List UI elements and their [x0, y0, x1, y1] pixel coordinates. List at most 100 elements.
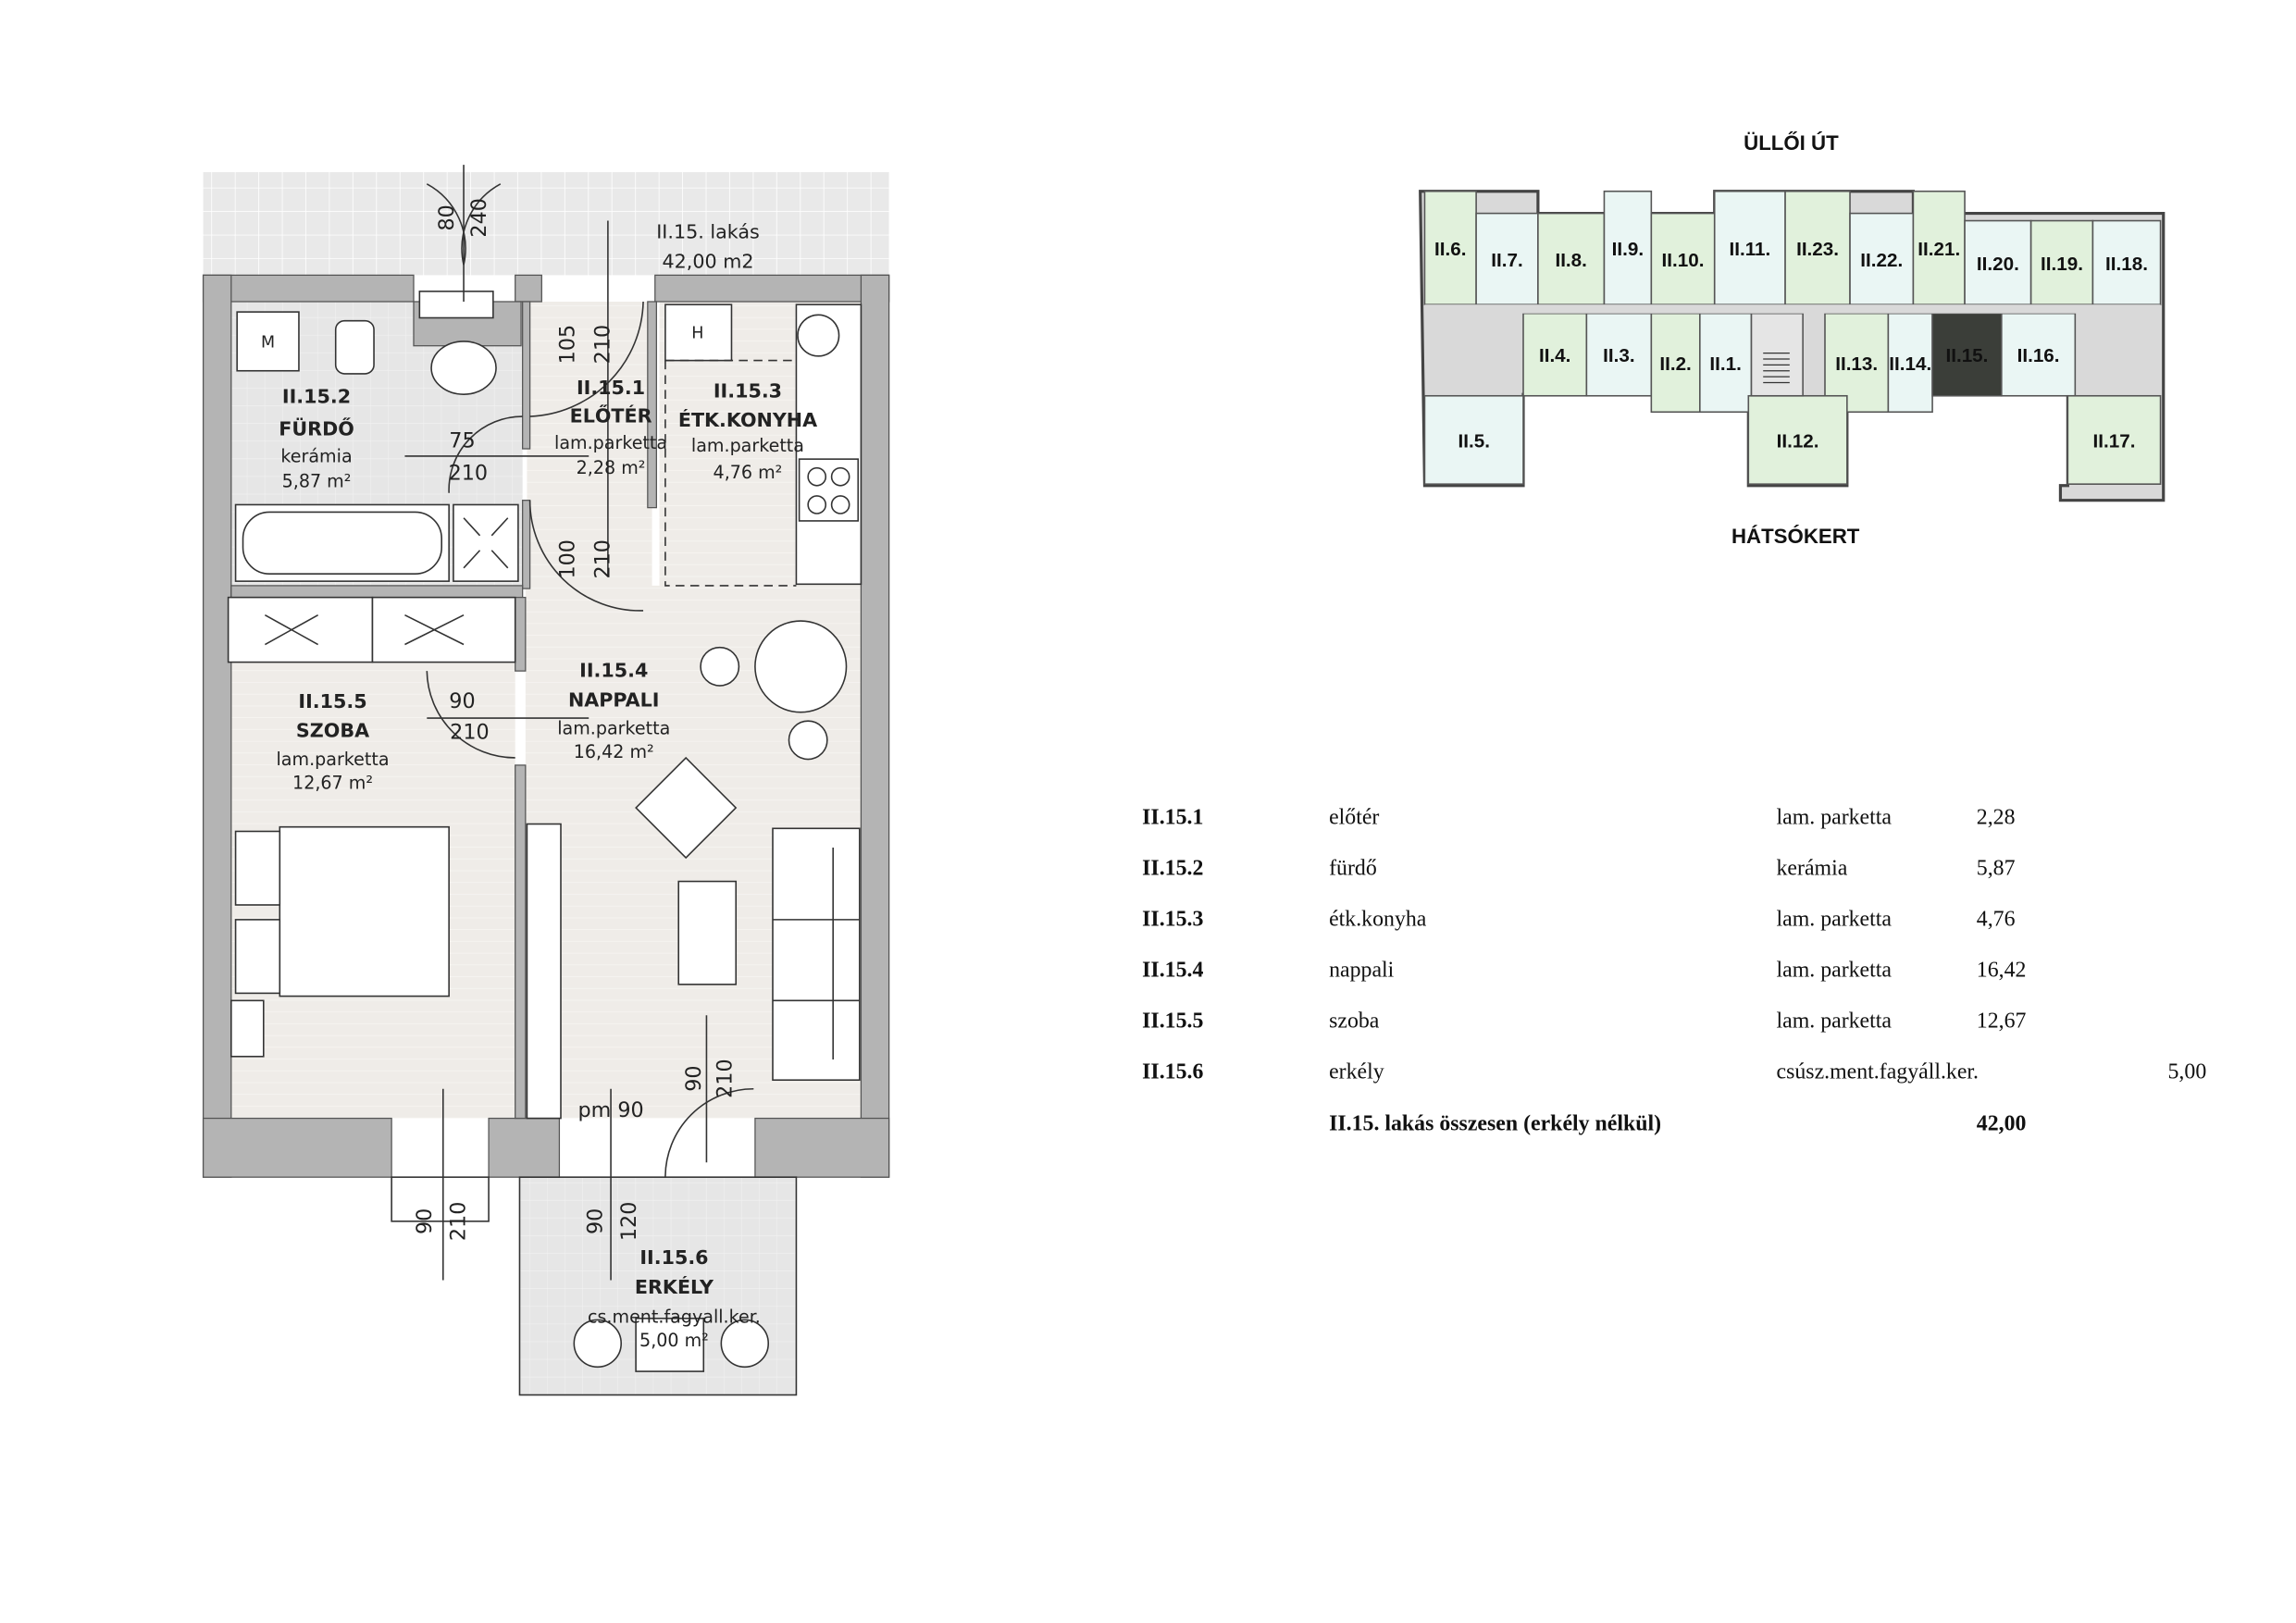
shower-drain: [463, 517, 509, 569]
door-width: 105: [555, 325, 579, 364]
key-unit-label: II.18.: [2105, 254, 2148, 275]
key-unit-label: II.1.: [1709, 353, 1741, 375]
key-unit-label: II.13.: [1835, 353, 1878, 375]
key-unit-label: II.5.: [1458, 430, 1490, 452]
table-row: II.15.4 nappali lam. parketta 16,42: [1142, 959, 2026, 983]
burners: [807, 466, 850, 514]
total-value: 42,00: [1977, 1111, 2027, 1135]
room-name: ERKÉLY: [635, 1275, 714, 1298]
apartment-plan: M H: [202, 165, 890, 1396]
cell-area: 2,28: [1977, 806, 2016, 830]
key-unit: [2066, 394, 2162, 485]
key-corridor: [1424, 304, 2161, 314]
key-plan: ÜLLŐI ÚT HÁTSÓKERT II.6.II.7.II.8.II.9.I…: [1419, 131, 2166, 548]
table-row: II.15.2 fürdő kerámia 5,87: [1142, 857, 2015, 881]
room-material: lam.parketta: [277, 750, 390, 770]
apartment-title: II.15. lakás: [656, 221, 760, 243]
window-height: 210: [447, 1202, 471, 1241]
key-unit: [1650, 212, 1716, 305]
shower-icon: [453, 503, 519, 582]
meter-cabinet: [418, 291, 494, 319]
balcony-table: [635, 1318, 705, 1372]
room-id: II.15.1: [577, 377, 645, 399]
key-unit-label: II.7.: [1491, 250, 1522, 271]
cell-balcony: 5,00: [2168, 1060, 2207, 1084]
room-id: II.15.5: [298, 690, 366, 712]
room-area: 16,42 m²: [574, 742, 654, 762]
key-unit-label: II.20.: [1977, 254, 2019, 275]
cell-area: 5,87: [1977, 857, 2016, 881]
dining-chair: [700, 646, 740, 687]
room-material: cs.ment.fagyall.ker.: [588, 1307, 761, 1328]
balcony-outline: [518, 1176, 798, 1396]
apartment-area: 42,00 m2: [663, 250, 754, 272]
armchair: [635, 756, 738, 860]
key-unit-label: II.23.: [1796, 239, 1839, 260]
bed-pillow: [234, 830, 281, 906]
key-unit-label: II.4.: [1539, 345, 1570, 366]
bathtub-inner: [242, 511, 442, 575]
key-unit: [1784, 190, 1851, 305]
key-unit-label: II.9.: [1612, 239, 1644, 260]
key-unit-label: II.12.: [1777, 430, 1819, 452]
cell-id: II.15.4: [1142, 959, 1203, 983]
door-width: 75: [449, 428, 475, 452]
cell-id: II.15.5: [1142, 1010, 1203, 1034]
sofa-cushions: [772, 847, 860, 1059]
room-name: NAPPALI: [568, 688, 660, 711]
balcony-chair: [720, 1319, 770, 1369]
cell-material: lam. parketta: [1777, 806, 1893, 830]
balcony-chair: [573, 1319, 623, 1369]
key-unit-label: II.19.: [2041, 254, 2083, 275]
room-area: 5,00 m²: [639, 1331, 709, 1351]
door-height: 210: [713, 1059, 737, 1097]
key-unit-label: II.10.: [1662, 250, 1705, 271]
cell-id: II.15.1: [1142, 806, 1203, 830]
room-name: ELŐTÉR: [570, 403, 652, 427]
window-pm: pm 90: [577, 1098, 643, 1122]
cell-area: 16,42: [1977, 959, 2027, 983]
key-unit: [1585, 312, 1653, 397]
key-unit-label: II.17.: [2093, 430, 2136, 452]
nightstand: [230, 999, 265, 1058]
cell-id: II.15.2: [1142, 857, 1203, 881]
key-unit-label: II.22.: [1860, 250, 1903, 271]
cell-name: étk.konyha: [1329, 908, 1427, 932]
washing-machine: [236, 311, 300, 372]
window-width: 90: [584, 1208, 608, 1234]
cell-material: kerámia: [1777, 857, 1848, 881]
dining-table: [754, 620, 848, 713]
key-unit-label: II.14.: [1889, 353, 1931, 375]
cell-area: 4,76: [1977, 908, 2016, 932]
cell-material: lam. parketta: [1777, 959, 1893, 983]
door-height: 210: [590, 539, 614, 578]
dimension-lines: [404, 165, 708, 1281]
key-unit-label: II.8.: [1555, 250, 1586, 271]
room-material: kerámia: [280, 446, 352, 466]
washer-label: M: [261, 333, 275, 352]
walls: [202, 274, 890, 1178]
key-unit-label: II.21.: [1917, 239, 1960, 260]
room-name: ÉTK.KONYHA: [678, 408, 817, 431]
key-unit: [2091, 219, 2162, 305]
window-width: 90: [413, 1208, 437, 1234]
cell-name: nappali: [1329, 959, 1395, 983]
key-unit: [1475, 212, 1539, 305]
key-unit: [1964, 219, 2032, 305]
garden-label: HÁTSÓKERT: [1731, 525, 1860, 548]
door-height: 210: [449, 461, 488, 485]
key-unit: [1747, 394, 1848, 485]
key-unit-label: II.6.: [1434, 239, 1466, 260]
room-material: lam.parketta: [554, 433, 667, 453]
cooktop-icon: [798, 458, 860, 522]
window-height: 120: [617, 1202, 641, 1241]
key-unit: [1537, 212, 1606, 305]
cell-material: lam. parketta: [1777, 1010, 1893, 1034]
room-name: SZOBA: [296, 720, 369, 742]
cell-name: fürdő: [1329, 857, 1377, 881]
door-width: 90: [682, 1065, 706, 1091]
